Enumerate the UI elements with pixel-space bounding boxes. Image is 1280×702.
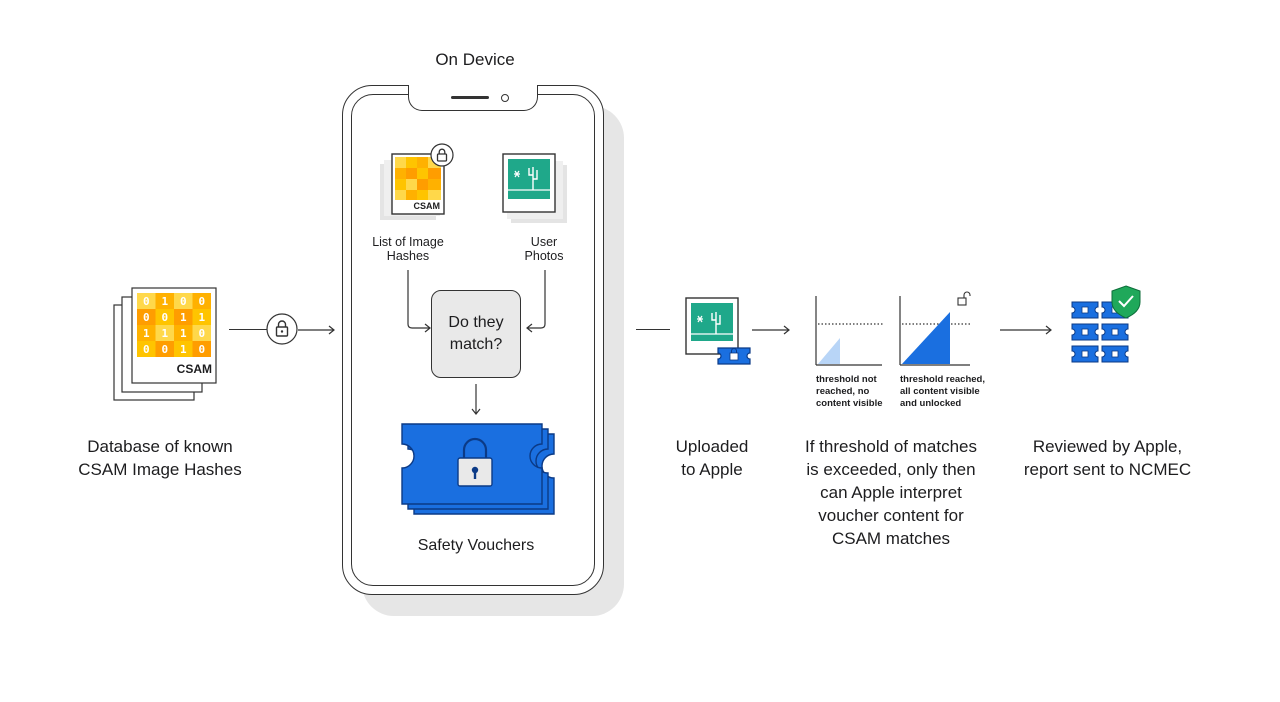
hash-cell [192, 341, 211, 357]
hash-cell-value: 1 [180, 343, 187, 356]
phone-notch [408, 85, 538, 111]
safety-vouchers-icon [398, 420, 558, 520]
db-arrow-line-left [229, 329, 267, 330]
reviewed-vouchers-icon [1068, 282, 1148, 368]
upload-caption: Uploaded to Apple [675, 437, 749, 479]
mini-voucher-lock [1111, 350, 1119, 358]
hash-cell [137, 293, 156, 309]
hash-cell-value: 1 [180, 311, 187, 324]
hash-cell-value: 1 [161, 327, 168, 340]
hash-cell-value: 0 [198, 295, 205, 308]
upload-to-threshold-arrow [752, 323, 792, 335]
hash-cell-value: 0 [180, 295, 187, 308]
hash-list-icon: CSAM [378, 140, 458, 230]
hash-list-label: List of Image Hashes [372, 235, 444, 263]
hash-cell [155, 309, 174, 325]
hash-cell-value: 0 [161, 343, 168, 356]
hash-cell [155, 293, 174, 309]
hash-cell-value: 0 [143, 343, 150, 356]
hash-cell-value: 1 [143, 327, 150, 340]
cactus-photo-icon [497, 145, 577, 230]
db-arrow [298, 323, 338, 335]
hash-cell [137, 341, 156, 357]
hash-cell-value: 1 [180, 327, 187, 340]
hash-cell [155, 325, 174, 341]
review-caption: Reviewed by Apple, report sent to NCMEC [1023, 437, 1192, 479]
hash-cell-value: 1 [161, 295, 168, 308]
lock-icon [266, 313, 298, 345]
threshold-not-reached-label: threshold not reached, no content visibl… [816, 374, 883, 409]
threshold-not-reached-chart [810, 292, 890, 368]
hash-cell-value: 1 [198, 311, 205, 324]
hash-cell [192, 309, 211, 325]
hash-cell-value: 0 [198, 343, 205, 356]
mini-voucher-lock [1111, 328, 1119, 336]
on-device-title: On Device [435, 50, 515, 69]
hash-cell [192, 325, 211, 341]
phone-to-upload-line [636, 329, 670, 330]
uploaded-photo-icon [684, 296, 756, 368]
hash-list-badge: CSAM [413, 201, 441, 211]
match-box: Do they match? [431, 290, 521, 378]
hash-cell-value: 0 [161, 311, 168, 324]
hash-cell-value: 0 [198, 327, 205, 340]
hash-cell [174, 309, 193, 325]
match-box-label: Do they match? [448, 314, 504, 353]
hash-cell-value: 0 [143, 295, 150, 308]
mini-voucher-lock [1081, 306, 1089, 314]
hash-cell-value: 0 [143, 311, 150, 324]
mini-voucher-lock [1081, 328, 1089, 336]
hash-cell [174, 325, 193, 341]
hash-cell [137, 325, 156, 341]
mini-voucher-lock [1081, 350, 1089, 358]
safety-vouchers-label: Safety Vouchers [417, 537, 535, 554]
hash-to-match-arrow [400, 270, 440, 340]
match-to-voucher-arrow [470, 384, 482, 416]
hash-cell [174, 293, 193, 309]
database-caption: Database of known CSAM Image Hashes [78, 437, 242, 479]
photos-to-match-arrow [523, 270, 553, 340]
threshold-reached-chart [894, 290, 984, 368]
threshold-caption: If threshold of matches is exceeded, onl… [805, 437, 977, 548]
database-badge: CSAM [176, 362, 212, 376]
hash-cell [137, 309, 156, 325]
threshold-reached-label: threshold reached, all content visible a… [900, 374, 985, 409]
hash-cell [155, 341, 174, 357]
hash-cell [192, 293, 211, 309]
hash-cell [174, 341, 193, 357]
threshold-to-review-arrow [1000, 323, 1055, 335]
user-photos-label: User Photos [524, 235, 564, 263]
